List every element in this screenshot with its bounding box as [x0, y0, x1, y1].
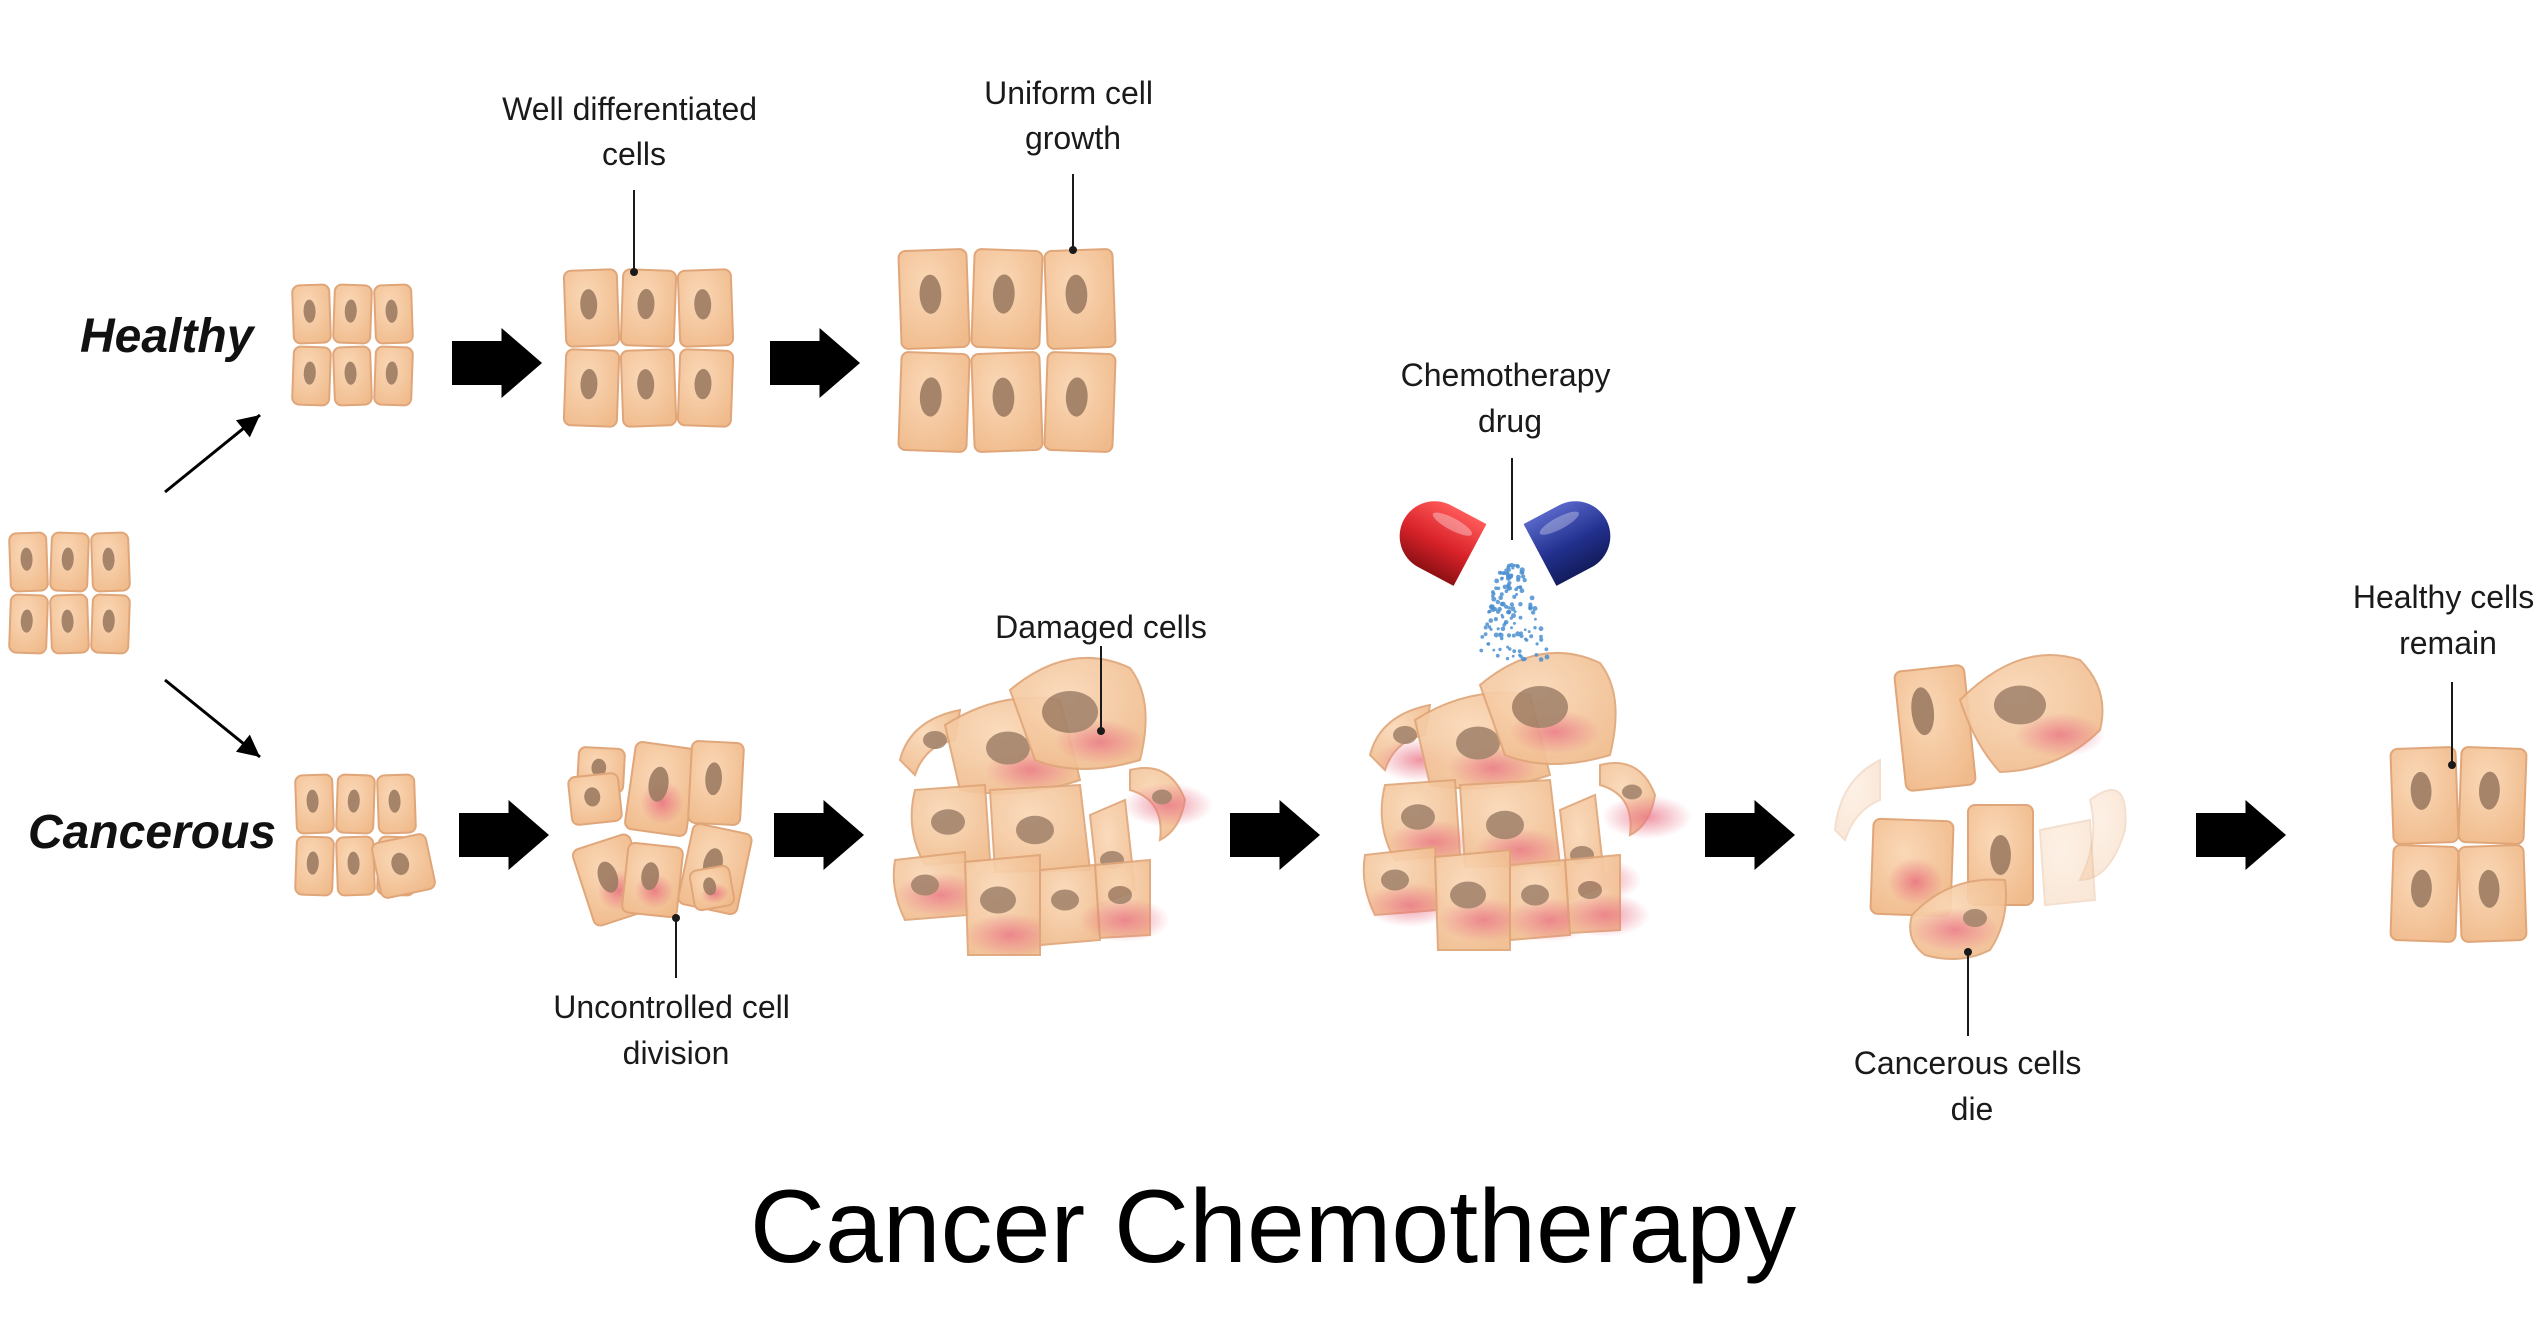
cell — [8, 531, 49, 593]
damaged-cell — [1080, 858, 1170, 942]
cancerous-cells-stage-4 — [1362, 652, 1692, 951]
cell — [8, 593, 49, 655]
arrow-right-icon — [452, 328, 542, 398]
damaged-cell — [1123, 767, 1213, 842]
cell — [332, 283, 373, 345]
cell — [371, 833, 436, 899]
cell — [1869, 817, 1955, 918]
damaged-cell — [1433, 848, 1528, 951]
damaged-cell — [1833, 758, 1881, 842]
well-differentiated-label: Well differentiated cells — [502, 91, 766, 172]
cancerous-cells-stage-5 — [1833, 654, 2127, 960]
cell — [619, 268, 678, 348]
arrow-right-icon — [774, 800, 864, 870]
cell — [562, 268, 621, 348]
cell — [1043, 351, 1117, 453]
damaged-cell — [1458, 778, 1565, 872]
damaged-cell — [1560, 853, 1650, 937]
cancerous-cells-stage-2 — [567, 740, 753, 927]
cell — [676, 268, 735, 348]
branch-arrow-cancerous-icon — [164, 678, 261, 759]
cell — [567, 772, 623, 826]
cell — [897, 351, 971, 453]
damaged-cell — [1362, 845, 1455, 927]
uniform-growth-label: Uniform cell growth — [984, 75, 1162, 156]
cell — [687, 740, 745, 826]
cell — [49, 593, 90, 655]
damaged-cell — [910, 783, 992, 867]
drug-powder — [1479, 563, 1550, 662]
healthy-cells-remain-label: Healthy cells remain — [2353, 579, 2543, 661]
cell — [2457, 844, 2528, 943]
cell — [90, 593, 131, 655]
arrows — [164, 328, 2286, 870]
cell — [291, 345, 332, 407]
cell — [2389, 746, 2460, 845]
uncontrolled-division-label: Uncontrolled cell division — [553, 989, 798, 1071]
cell — [373, 345, 414, 407]
cancerous-cells-stage-1 — [294, 773, 436, 899]
healthy-cells-stage-3 — [897, 248, 1117, 453]
cell — [619, 348, 678, 428]
cell — [2389, 844, 2460, 943]
healthy-cells-final — [2389, 746, 2528, 943]
cell — [970, 351, 1044, 453]
cancerous-cells-die-label: Cancerous cells die — [1854, 1045, 2091, 1127]
chemotherapy-drug-label: Chemotherapy drug — [1401, 357, 1620, 439]
arrow-right-icon — [1705, 800, 1795, 870]
damaged-cell — [2038, 818, 2097, 907]
cell — [294, 835, 335, 897]
cell — [621, 842, 684, 918]
cell — [376, 773, 417, 835]
healthy-cells-stage-2 — [562, 268, 735, 428]
cancerous-cells-stage-3 — [892, 657, 1213, 957]
healthy-row-label: Healthy — [80, 310, 256, 363]
cell — [562, 348, 621, 428]
cell — [1893, 664, 1977, 792]
cell — [294, 773, 335, 835]
cell — [335, 773, 376, 835]
cell — [676, 348, 735, 428]
damaged-cell — [892, 850, 985, 922]
cell — [373, 283, 414, 345]
damaged-cell — [1958, 654, 2105, 774]
initial-cells — [8, 531, 131, 655]
cell — [2457, 746, 2528, 845]
arrow-right-icon — [459, 800, 549, 870]
branch-arrow-healthy-icon — [164, 413, 261, 494]
chemotherapy-capsule-icon — [1399, 501, 1611, 662]
leader-lines — [633, 174, 2453, 1036]
cell-groups — [8, 248, 2528, 960]
cell — [90, 531, 131, 593]
cell — [688, 864, 736, 912]
cell — [291, 283, 332, 345]
cell — [332, 345, 373, 407]
damaged-cell — [1478, 652, 1617, 765]
arrow-right-icon — [1230, 800, 1320, 870]
arrow-right-icon — [2196, 800, 2286, 870]
arrow-right-icon — [770, 328, 860, 398]
cell — [1043, 248, 1117, 350]
cell — [970, 248, 1044, 350]
damaged-cells-label: Damaged cells — [995, 609, 1207, 645]
cell — [335, 835, 376, 897]
damaged-cell — [988, 783, 1092, 874]
healthy-cells-stage-1 — [291, 283, 414, 407]
cell — [49, 531, 90, 593]
cancerous-row-label: Cancerous — [28, 806, 276, 859]
damaged-cell — [963, 853, 1055, 957]
leader-dots — [630, 246, 2456, 956]
cell — [897, 248, 971, 350]
damaged-cell — [1599, 762, 1692, 839]
damaged-cell — [1008, 657, 1147, 770]
damaged-cell — [1909, 878, 2007, 960]
cell — [624, 741, 698, 837]
diagram-title: Cancer Chemotherapy — [750, 1169, 1796, 1285]
